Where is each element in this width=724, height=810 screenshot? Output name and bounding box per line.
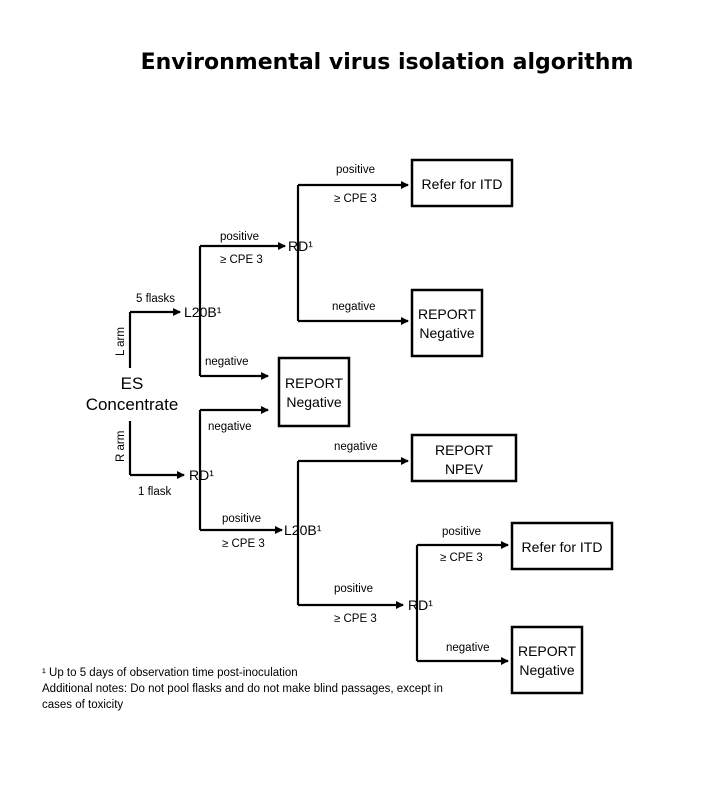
- refer-itd-top-text: Refer for ITD: [422, 176, 503, 192]
- rd-top-cpe-label: ≥ CPE 3: [334, 193, 377, 205]
- refer-itd-bottom-text: Refer for ITD: [522, 539, 603, 555]
- report-negative-top-line2: Negative: [419, 325, 474, 341]
- report-npev-line2: NPEV: [445, 461, 484, 477]
- rd-left-negative-label: negative: [208, 421, 251, 433]
- l20b-bottom-cpe-label: ≥ CPE 3: [334, 613, 377, 625]
- l20b-bottom-node: L20B¹: [284, 522, 322, 538]
- box-report-negative-top: [410, 288, 484, 358]
- l20b-bottom-negative-label: negative: [334, 441, 377, 453]
- rd-top-positive-label: positive: [336, 164, 375, 176]
- rd-left-positive-label: positive: [222, 513, 261, 525]
- es-node-line2: Concentrate: [86, 395, 179, 414]
- rd-left-node: RD¹: [189, 467, 214, 483]
- report-negative-bottom-line2: Negative: [519, 662, 574, 678]
- l20b-negative-label: negative: [205, 356, 248, 368]
- rd-bottom-node: RD¹: [408, 597, 433, 613]
- report-negative-mid-line2: Negative: [286, 394, 341, 410]
- rd-left-cpe-label: ≥ CPE 3: [222, 538, 265, 550]
- box-report-npev: [410, 433, 518, 483]
- l20b-top-node: L20B¹: [184, 304, 222, 320]
- diagram-title: Environmental virus isolation algorithm: [140, 50, 634, 75]
- box-report-negative-bottom: [510, 625, 584, 695]
- rd-bottom-cpe-label: ≥ CPE 3: [440, 552, 483, 564]
- r-arm-label: R arm: [115, 431, 127, 462]
- box-report-negative-mid: [277, 356, 351, 428]
- l-arm-label: L arm: [115, 327, 127, 356]
- report-npev-line1: REPORT: [435, 442, 494, 458]
- rd-top-node: RD¹: [288, 238, 313, 254]
- one-flask-label: 1 flask: [138, 486, 171, 498]
- rd-bottom-positive-label: positive: [442, 526, 481, 538]
- footnote-additional-notes: Additional notes: Do not pool flasks and…: [42, 683, 443, 695]
- l20b-bottom-positive-label: positive: [334, 583, 373, 595]
- report-negative-bottom-line1: REPORT: [518, 643, 577, 659]
- l20b-positive-label: positive: [220, 231, 259, 243]
- rd-top-negative-label: negative: [332, 301, 375, 313]
- es-node-line1: ES: [121, 374, 144, 393]
- footnote-additional-notes-cont: cases of toxicity: [42, 699, 124, 711]
- rd-bottom-negative-label: negative: [446, 642, 489, 654]
- connector-lines: [128, 181, 509, 665]
- box-refer-itd-bottom: [510, 521, 614, 571]
- five-flasks-label: 5 flasks: [136, 293, 175, 305]
- l20b-cpe-label: ≥ CPE 3: [220, 254, 263, 266]
- footnote-superscript-note: ¹ Up to 5 days of observation time post-…: [42, 667, 298, 679]
- report-negative-mid-line1: REPORT: [285, 375, 344, 391]
- box-refer-itd-top: [410, 158, 514, 208]
- report-negative-top-line1: REPORT: [418, 306, 477, 322]
